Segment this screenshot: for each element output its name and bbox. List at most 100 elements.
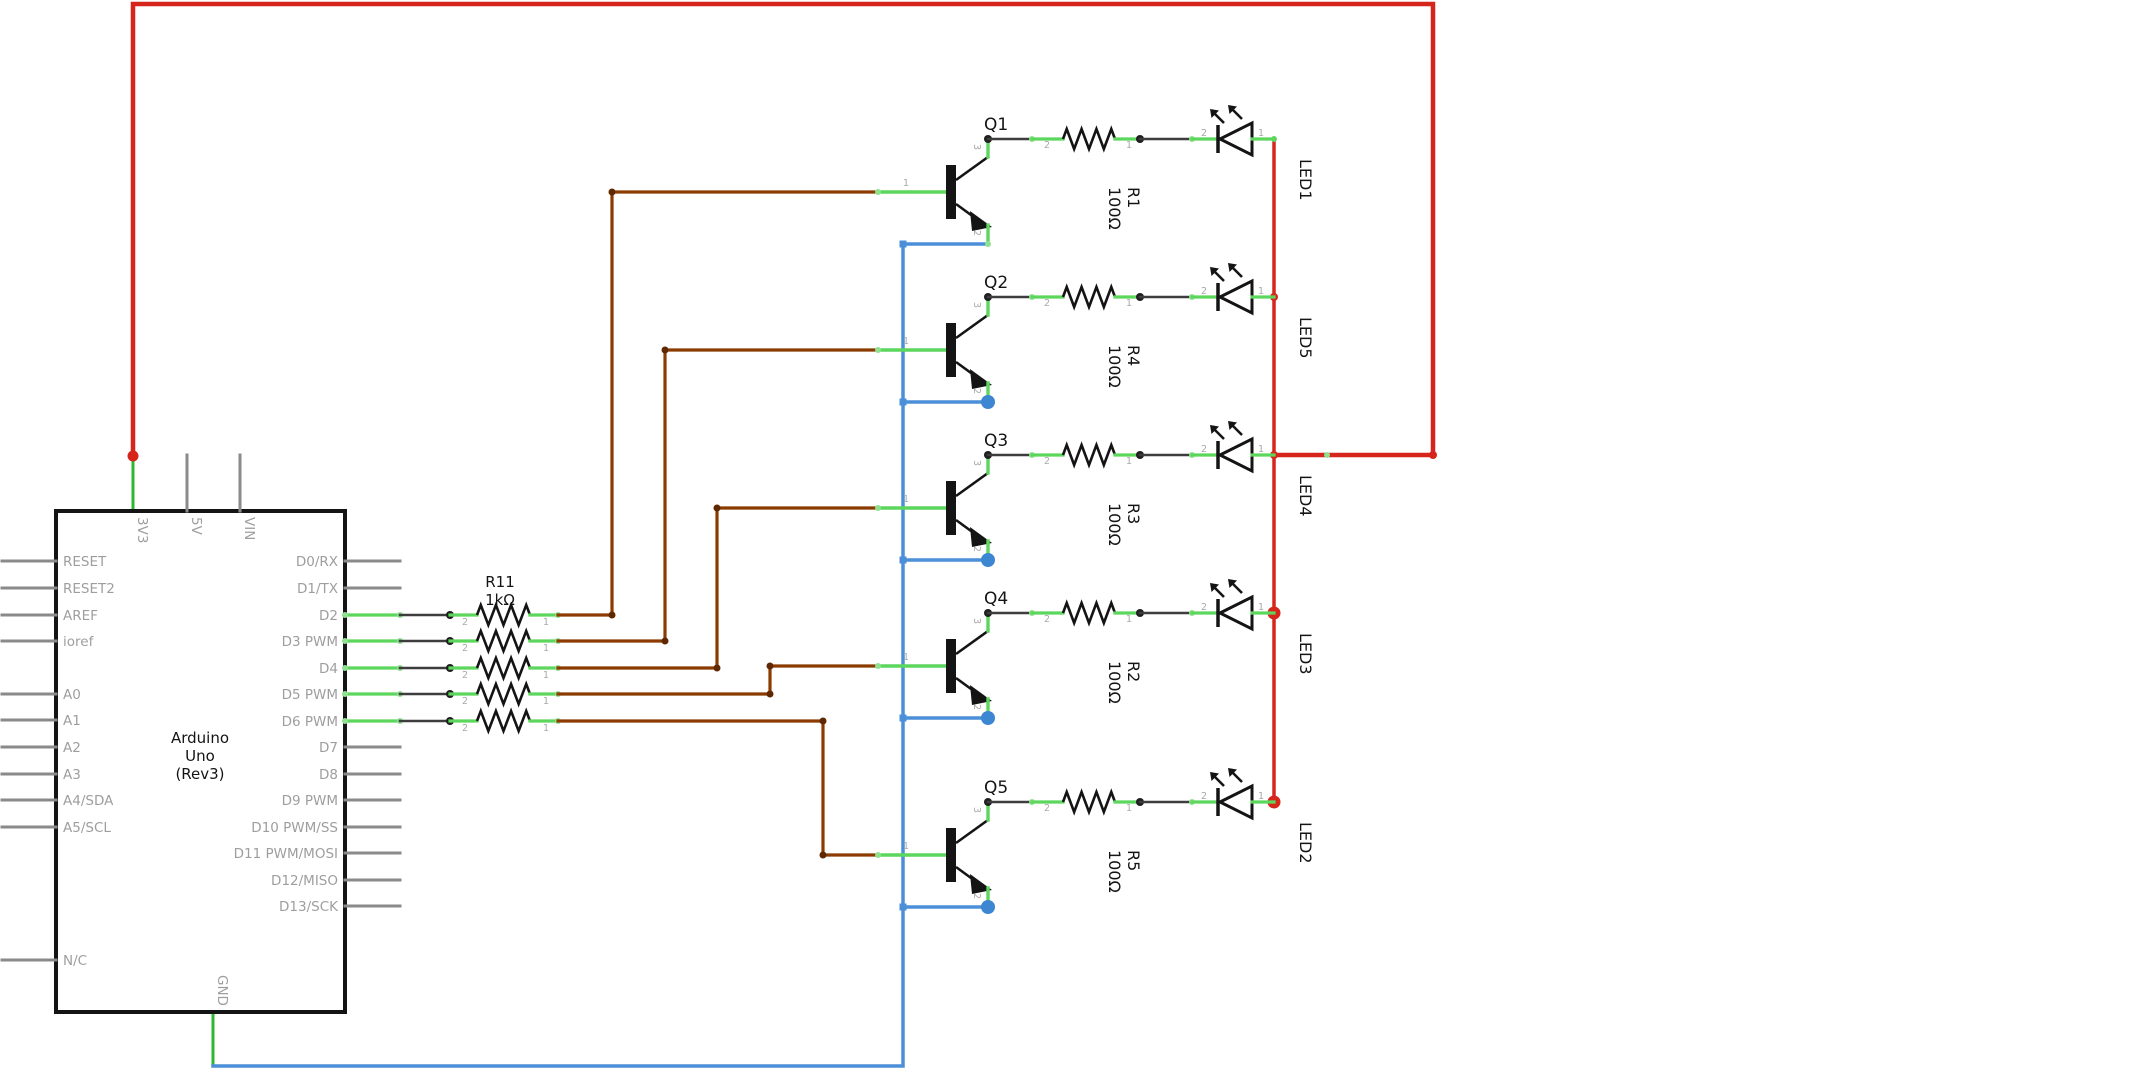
wire-signal-d4-to-q3[interactable]	[556, 506, 880, 670]
resistor-zigzag	[1061, 788, 1117, 816]
led-triangle	[1216, 436, 1254, 474]
led-triangle	[1216, 120, 1254, 158]
arduino-right-pin-label-0: D0/RX	[296, 554, 338, 570]
wire-ground-bus[interactable]	[211, 241, 905, 1068]
arduino-right-pin-label-6: D6 PWM	[282, 714, 338, 730]
pin-end	[342, 612, 348, 618]
led-pin2-number: 2	[1201, 602, 1207, 613]
ground-bus-joint	[899, 240, 907, 248]
resistor-zigzag	[1061, 441, 1117, 469]
arduino-right-pin-label-2: D2	[319, 608, 338, 624]
transistor-ref-label: Q3	[984, 431, 1008, 451]
transistor-pin1-number: 1	[903, 178, 909, 189]
led-pin2-number: 2	[1201, 791, 1207, 802]
transistor-pin2-number: 2	[971, 230, 982, 236]
pin-end	[875, 189, 881, 195]
emitter-bendpoint	[981, 900, 995, 914]
resistor-ref-label: R4100Ω	[1105, 345, 1143, 388]
transistor-pin2-number: 2	[971, 546, 982, 552]
arduino-uno-component[interactable]: ArduinoUno(Rev3)RESETRESET2AREFiorefA0A1…	[0, 453, 402, 1014]
arduino-right-pin-label-1: D1/TX	[297, 581, 338, 597]
arduino-right-pin-label-5: D5 PWM	[282, 687, 338, 703]
resistor-pin1-number: 1	[1126, 803, 1132, 814]
transistor-collector-line	[955, 818, 989, 845]
transistor-base-bar	[946, 828, 956, 882]
resistor-zigzag	[475, 627, 532, 655]
bendpoint	[608, 611, 616, 619]
arduino-body[interactable]	[54, 509, 347, 1014]
arduino-title-line: (Rev3)	[175, 765, 224, 783]
transistor-pin2-number: 2	[971, 893, 982, 899]
led-emission-arrowhead	[1210, 109, 1219, 118]
led-ref-label: LED4	[1296, 475, 1315, 517]
emitter-bendpoint	[981, 395, 995, 409]
bendpoint	[661, 346, 669, 354]
arduino-left-pin-label-4: A0	[63, 687, 81, 703]
transistor-ref-label: Q1	[984, 115, 1008, 135]
transistor-ref-label: Q5	[984, 778, 1008, 798]
transistor-pin1-number: 1	[903, 494, 909, 505]
wire-signal-d2-to-q1[interactable]	[556, 190, 880, 617]
transistor-pin2-number: 2	[971, 388, 982, 394]
arduino-left-pin-label-6: A2	[63, 740, 81, 756]
arduino-right-pin-label-4: D4	[319, 661, 338, 677]
resistor-ref-label: R2100Ω	[1105, 661, 1143, 704]
led-pin2-number: 2	[1201, 286, 1207, 297]
led-emission-arrowhead	[1210, 425, 1219, 434]
arduino-top-pin-label-1: 5V	[188, 517, 204, 536]
led-triangle	[1216, 278, 1254, 316]
wire-signal-d6-to-q5[interactable]	[556, 719, 880, 857]
pin-end	[875, 505, 881, 511]
transistor-base-bar	[946, 639, 956, 693]
led-emission-arrowhead	[1210, 267, 1219, 276]
resistor-pin2-number: 2	[462, 723, 468, 734]
emitter-bendpoint	[981, 553, 995, 567]
resistor-zigzag	[1061, 599, 1117, 627]
led-triangle	[1216, 783, 1254, 821]
pin-end	[342, 691, 348, 697]
bendpoint	[661, 637, 669, 645]
wire-signal-d3-to-q2[interactable]	[556, 348, 880, 643]
wire-signal-d5-to-q4[interactable]	[556, 664, 880, 696]
led-emission-arrowhead	[1228, 768, 1237, 777]
resistor-pin2-number: 2	[462, 670, 468, 681]
resistor-ref-label: R1100Ω	[1105, 187, 1143, 230]
arduino-left-pin-label-9: A5/SCL	[63, 820, 111, 836]
led-ref-label: LED1	[1296, 159, 1315, 201]
pin-end	[875, 663, 881, 669]
arduino-right-pin-label-7: D7	[319, 740, 338, 756]
led-emission-arrowhead	[1210, 772, 1219, 781]
led-emission-arrowhead	[1228, 105, 1237, 114]
bendpoint	[713, 664, 721, 672]
arduino-left-pin-label-1: RESET2	[63, 581, 115, 597]
wire-3v3-power-bus[interactable]	[130, 1, 1436, 459]
pin-end	[985, 241, 991, 247]
arduino-top-pin-label-0: 3V3	[134, 517, 150, 543]
resistor-pin2-number: 2	[1044, 140, 1050, 151]
resistor-pin2-number: 2	[1044, 614, 1050, 625]
transistor-base-bar	[946, 323, 956, 377]
led-emission-arrowhead	[1210, 583, 1219, 592]
resistor-pin1-number: 1	[543, 696, 549, 707]
resistor-zigzag	[1061, 283, 1117, 311]
